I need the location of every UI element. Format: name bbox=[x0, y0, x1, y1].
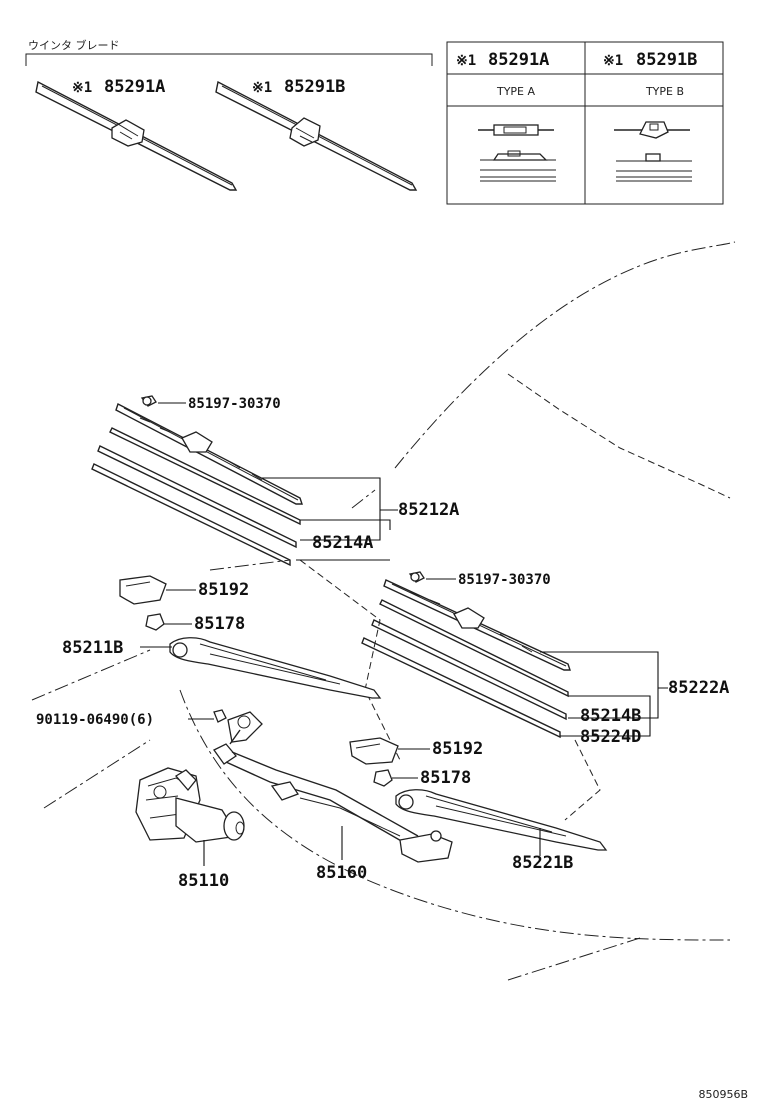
bracket-85212a bbox=[262, 477, 398, 561]
arm-85211b-illustration bbox=[169, 637, 382, 699]
cap-85197-lower-head bbox=[410, 572, 420, 582]
note-mark-b: ※1 bbox=[252, 80, 272, 96]
table-col-b-part: 85291B bbox=[636, 50, 697, 70]
table-col-a-part: 85291A bbox=[488, 50, 549, 70]
wiper-blade-b-illustration bbox=[215, 80, 418, 191]
label-85178-left: 85178 bbox=[194, 614, 245, 634]
bolt-90119 bbox=[213, 709, 227, 723]
cover-85192-right bbox=[349, 737, 399, 765]
section-title: ウインタ ブレード bbox=[28, 38, 120, 52]
blade-85222a-illustration bbox=[361, 579, 571, 739]
label-85197-lower: 85197-30370 bbox=[458, 572, 551, 588]
label-85192-left: 85192 bbox=[198, 580, 249, 600]
label-85178-right: 85178 bbox=[420, 768, 471, 788]
blade-85212a-illustration bbox=[91, 403, 303, 567]
label-85214b: 85214B bbox=[580, 706, 641, 726]
table-note-mark-b: ※1 bbox=[603, 53, 623, 69]
label-85212a: 85212A bbox=[398, 500, 459, 520]
label-85160: 85160 bbox=[316, 863, 367, 883]
nut-85178-right bbox=[373, 769, 393, 787]
linkage-85160-illustration bbox=[213, 711, 453, 863]
cover-85192-left bbox=[119, 575, 167, 605]
type-b-clip-detail bbox=[614, 121, 692, 182]
label-85211b: 85211B bbox=[62, 638, 123, 658]
label-85224d: 85224D bbox=[580, 727, 641, 747]
wiper-blade-a-illustration bbox=[35, 80, 238, 191]
bracket-85222a bbox=[540, 651, 668, 737]
table-note-mark-a: ※1 bbox=[456, 53, 476, 69]
table-col-a-type: TYPE A bbox=[496, 85, 536, 98]
label-85214a: 85214A bbox=[312, 533, 373, 553]
cap-85197-upper-head bbox=[142, 396, 152, 406]
type-a-clip-detail bbox=[478, 124, 556, 182]
section-bracket bbox=[25, 53, 433, 66]
vehicle-outline bbox=[31, 241, 736, 981]
label-85110: 85110 bbox=[178, 871, 229, 891]
blade-a-label: 85291A bbox=[104, 77, 165, 97]
diagram-code: 850956B bbox=[698, 1088, 748, 1101]
nut-85178-left bbox=[145, 613, 165, 631]
label-85197-upper: 85197-30370 bbox=[188, 396, 281, 412]
motor-85110-illustration bbox=[135, 767, 245, 843]
table-col-b-type: TYPE B bbox=[645, 85, 684, 98]
arm-85221b-illustration bbox=[395, 789, 608, 851]
label-85222a: 85222A bbox=[668, 678, 729, 698]
label-85192-right: 85192 bbox=[432, 739, 483, 759]
label-90119: 90119-06490(6) bbox=[36, 712, 154, 728]
type-table bbox=[446, 41, 724, 205]
cover-85192-left-detail bbox=[125, 581, 151, 587]
note-mark-a: ※1 bbox=[72, 80, 92, 96]
label-85221b: 85221B bbox=[512, 853, 573, 873]
cover-85192-right-detail bbox=[355, 743, 381, 749]
blade-b-label: 85291B bbox=[284, 77, 345, 97]
